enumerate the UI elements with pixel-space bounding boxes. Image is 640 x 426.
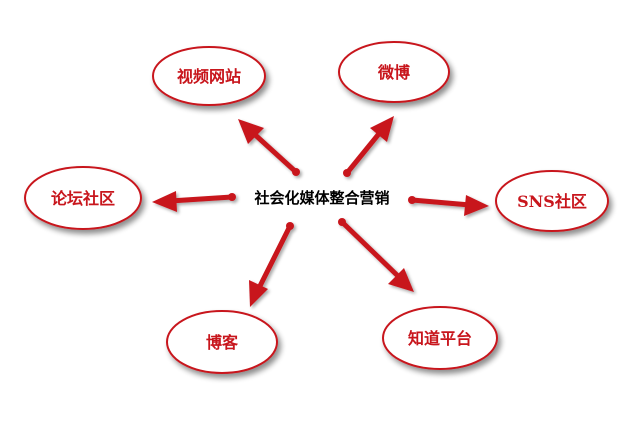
arrows bbox=[152, 116, 489, 307]
node-video: 视频网站 bbox=[152, 46, 266, 106]
center-label: 社会化媒体整合营销 bbox=[253, 189, 389, 207]
arrow-to-zhidao bbox=[338, 218, 414, 292]
node-sns: SNS社区 bbox=[495, 170, 609, 232]
node-label-weibo: 微博 bbox=[377, 63, 410, 82]
node-boke: 博客 bbox=[166, 310, 278, 374]
node-label-sns: SNS社区 bbox=[517, 192, 587, 211]
node-weibo: 微博 bbox=[338, 41, 450, 103]
node-zhidao: 知道平台 bbox=[382, 306, 498, 370]
node-label-video: 视频网站 bbox=[177, 67, 241, 86]
node-label-zhidao: 知道平台 bbox=[408, 329, 472, 348]
arrow-to-sns bbox=[408, 195, 489, 216]
node-label-boke: 博客 bbox=[206, 333, 239, 352]
arrow-to-forum bbox=[152, 191, 236, 212]
node-label-forum: 论坛社区 bbox=[51, 189, 115, 208]
arrow-to-weibo bbox=[343, 116, 394, 177]
arrow-to-boke bbox=[249, 222, 294, 307]
node-forum: 论坛社区 bbox=[24, 166, 142, 230]
arrow-to-video bbox=[238, 119, 300, 176]
